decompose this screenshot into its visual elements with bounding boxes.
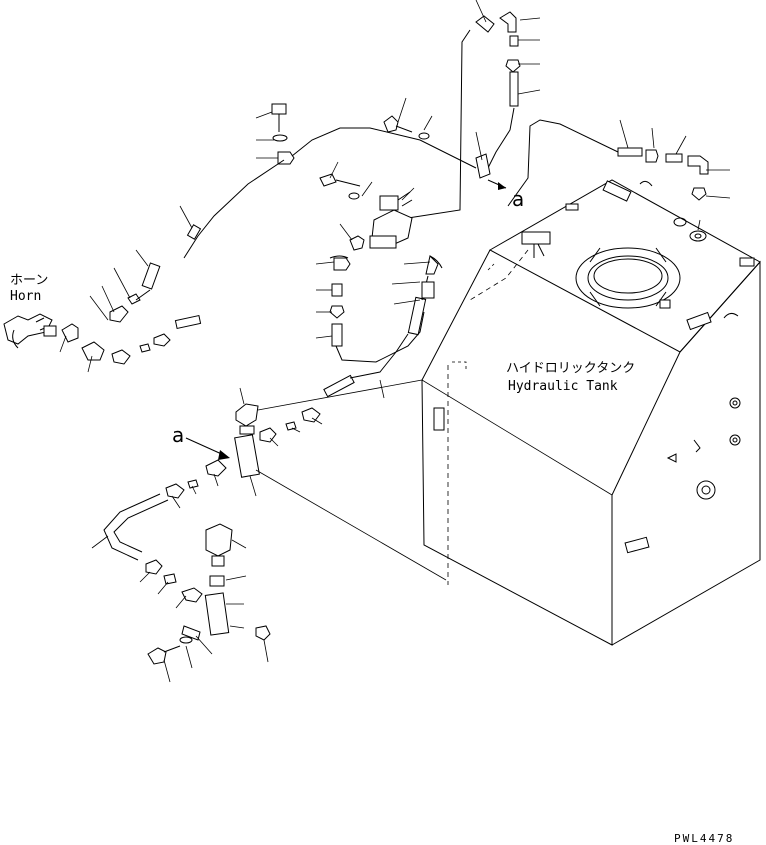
horn-label-jp: ホーン bbox=[10, 273, 48, 288]
center-fittings bbox=[315, 255, 439, 363]
tank-top-fittings bbox=[507, 119, 731, 242]
tube-clip bbox=[475, 131, 491, 179]
reference-label-a-left: a bbox=[172, 423, 184, 447]
reference-label-a-top: a bbox=[512, 187, 524, 211]
center-block-assembly bbox=[91, 333, 447, 581]
top-left-bolt bbox=[179, 103, 477, 259]
tank-label-jp: ハイドロリックタンク bbox=[506, 361, 635, 376]
reference-arrow-left bbox=[185, 437, 230, 460]
lower-block-assembly bbox=[139, 523, 271, 683]
reference-arrow-top bbox=[487, 179, 507, 190]
top-right-fittings bbox=[407, 0, 541, 219]
drawing-code: PWL4478 bbox=[674, 832, 734, 845]
horn-label-en: Horn bbox=[10, 289, 41, 304]
hydraulic-tank bbox=[421, 179, 761, 646]
tank-label-en: Hydraulic Tank bbox=[508, 379, 618, 394]
horn-assembly bbox=[3, 249, 202, 373]
valve-assembly bbox=[319, 97, 443, 269]
